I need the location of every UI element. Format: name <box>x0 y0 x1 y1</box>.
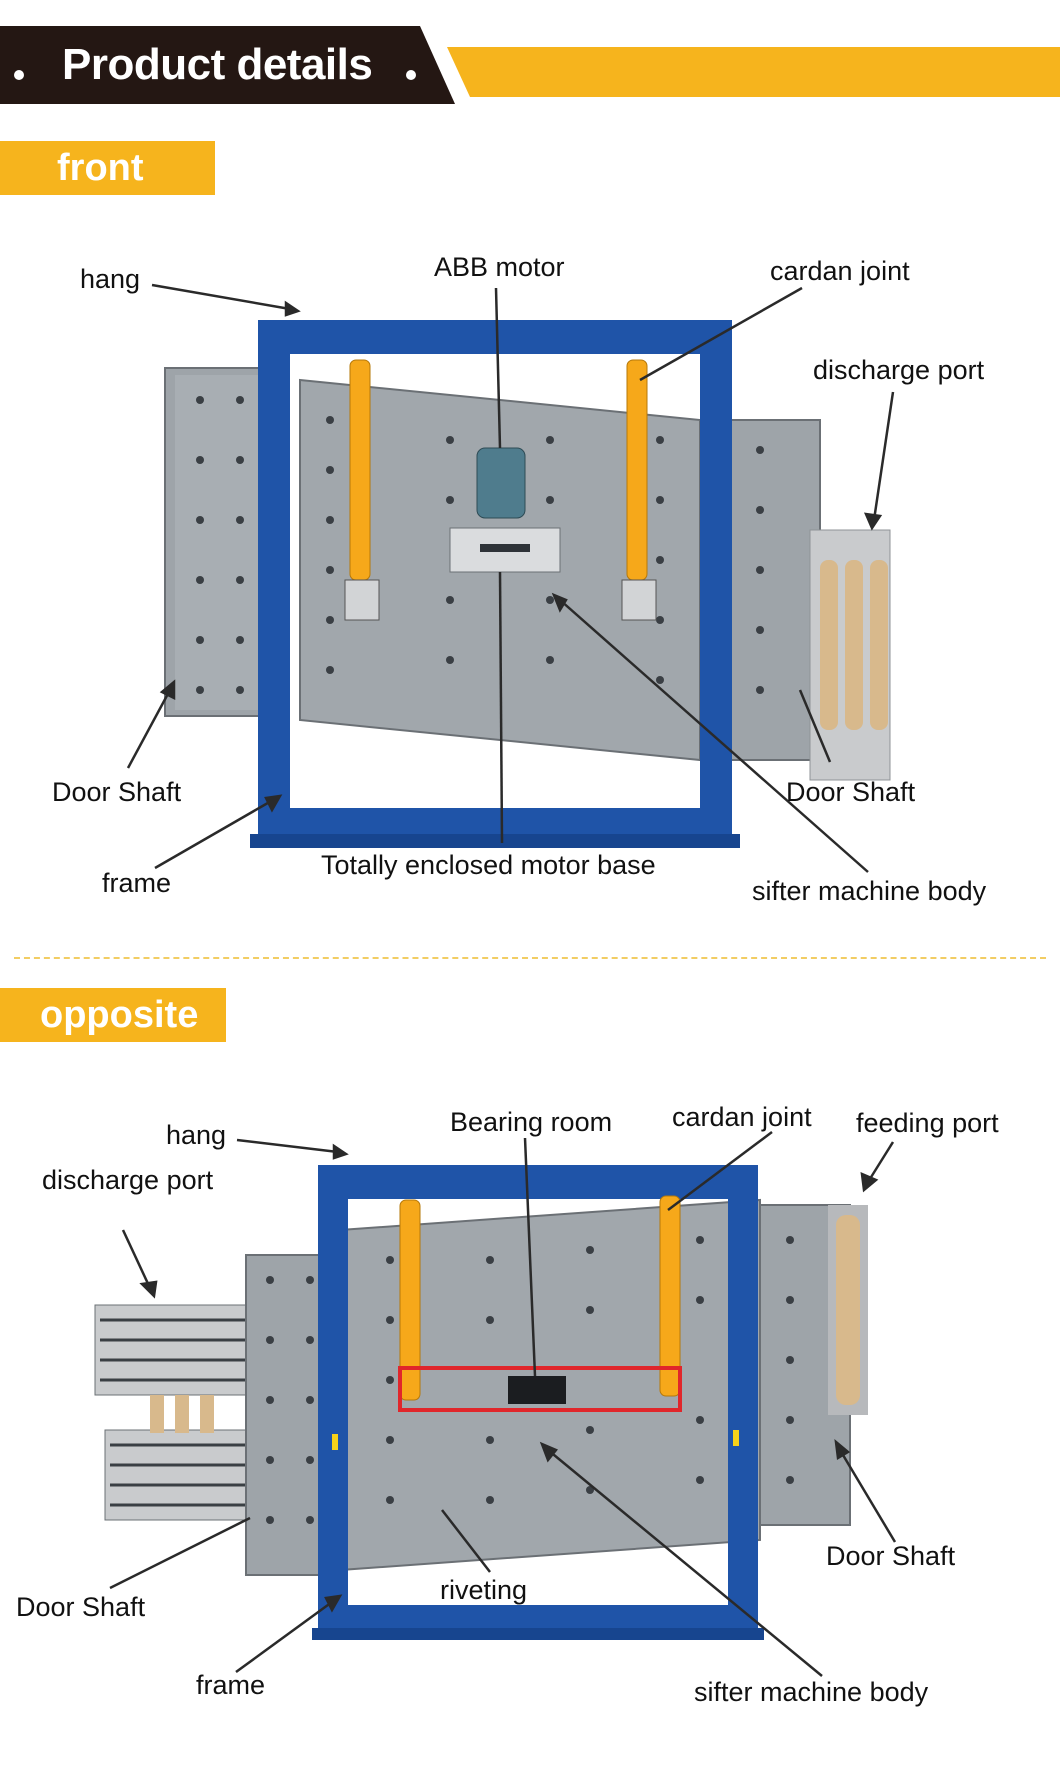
label-door-shaft-left: Door Shaft <box>52 777 182 807</box>
section-tab-label: front <box>57 147 144 189</box>
label-door-shaft-right: Door Shaft <box>826 1541 956 1571</box>
section-tab-front <box>0 141 215 195</box>
label-hang: hang <box>166 1120 227 1150</box>
section-tab-opposite <box>0 988 226 1042</box>
header-banner-accent <box>447 47 1060 97</box>
bullet-dot-icon <box>14 70 24 80</box>
label-bearing-room: Bearing room <box>450 1107 613 1137</box>
label-sifter-body: sifter machine body <box>694 1677 929 1707</box>
label-cardan-joint: cardan joint <box>672 1102 812 1132</box>
label-abb-motor: ABB motor <box>434 252 565 282</box>
bullet-dot-icon <box>406 70 416 80</box>
label-discharge-port: discharge port <box>813 355 985 385</box>
header-banner-dark <box>0 26 455 104</box>
label-frame: frame <box>196 1670 266 1700</box>
page-title: Product details <box>62 40 373 89</box>
label-motor-base: Totally enclosed motor base <box>321 850 656 880</box>
label-riveting: riveting <box>440 1575 528 1605</box>
label-hang: hang <box>80 264 141 294</box>
section-divider <box>14 957 1046 959</box>
section-tab-label: opposite <box>40 994 199 1036</box>
front-machine-photo <box>126 283 895 873</box>
opposite-machine-photo <box>94 1131 897 1677</box>
label-cardan-joint: cardan joint <box>770 256 910 286</box>
label-feeding-port: feeding port <box>856 1108 999 1138</box>
label-frame: frame <box>102 868 172 898</box>
label-door-shaft-right: Door Shaft <box>786 777 916 807</box>
label-sifter-body: sifter machine body <box>752 876 987 906</box>
label-discharge-port: discharge port <box>42 1165 214 1195</box>
label-door-shaft-left: Door Shaft <box>16 1592 146 1622</box>
